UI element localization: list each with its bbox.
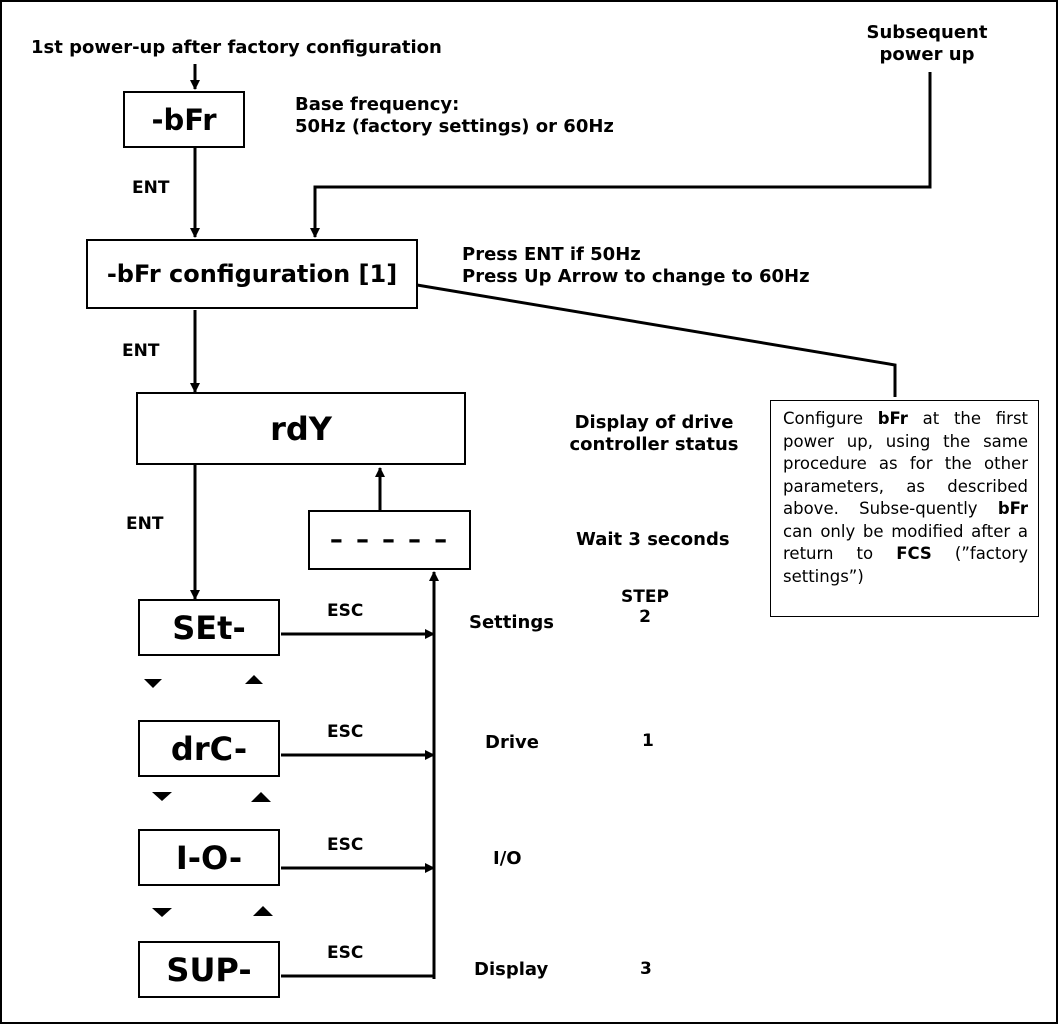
up-arrow-icon — [245, 675, 263, 684]
ent-label-2: ENT — [122, 341, 160, 361]
esc-label-drc: ESC — [327, 722, 364, 742]
step-number: 1 — [642, 731, 654, 751]
configure-bfr-note: Configure bFr at the first power up, usi… — [770, 400, 1039, 617]
note-text: Configure — [783, 409, 878, 428]
up-arrow-icon — [253, 906, 273, 916]
note-text: at the first power up, using the same pr… — [783, 409, 1029, 518]
menu-sup-box: SUP- — [138, 941, 280, 998]
ent-label-3: ENT — [126, 514, 164, 534]
base-frequency-text: Base frequency: 50Hz (factory settings) … — [295, 94, 614, 137]
note-bold-term: FCS — [896, 544, 932, 563]
step-header: STEP 2 — [621, 587, 669, 628]
press-instructions: Press ENT if 50Hz Press Up Arrow to chan… — [462, 244, 810, 287]
esc-label-io: ESC — [327, 835, 364, 855]
note-text: (”factory settings”) — [783, 544, 1028, 586]
esc-label-sup: ESC — [327, 943, 364, 963]
dashes-display-box: – – – – – — [308, 510, 471, 570]
down-arrow-icon — [152, 792, 172, 801]
up-arrow-icon — [251, 792, 271, 802]
drive-status-label: Display of drive controller status — [569, 412, 739, 455]
menu-settings-label: Settings — [469, 612, 554, 633]
note-bold-term: bFr — [997, 499, 1028, 518]
rdy-box: rdY — [136, 392, 466, 465]
esc-label-set: ESC — [327, 601, 364, 621]
note-text: can only be modified after a return to — [783, 521, 1028, 564]
menu-display-label: Display — [474, 959, 549, 980]
down-arrow-icon — [144, 679, 162, 688]
menu-io-box: I-O- — [138, 829, 280, 886]
ent-label-1: ENT — [132, 178, 170, 198]
menu-io-label: I/O — [493, 848, 522, 869]
step-number: 3 — [640, 959, 652, 979]
subsequent-power-up-label: Subsequent power up — [866, 22, 988, 65]
first-power-up-label: 1st power-up after factory configuration — [31, 37, 442, 58]
down-arrow-icon — [152, 908, 172, 917]
menu-set-box: SEt- — [138, 599, 280, 656]
menu-drc-box: drC- — [138, 720, 280, 777]
arrow-note-to-config — [404, 279, 897, 397]
note-bold-term: bFr — [877, 409, 908, 428]
arrow-subsequent-power-up — [310, 72, 932, 238]
bfr-configuration-box: -bFr configuration [1] — [86, 239, 418, 309]
bfr-box: -bFr — [123, 91, 245, 148]
menu-drive-label: Drive — [485, 732, 539, 753]
wait-label: Wait 3 seconds — [576, 529, 730, 550]
